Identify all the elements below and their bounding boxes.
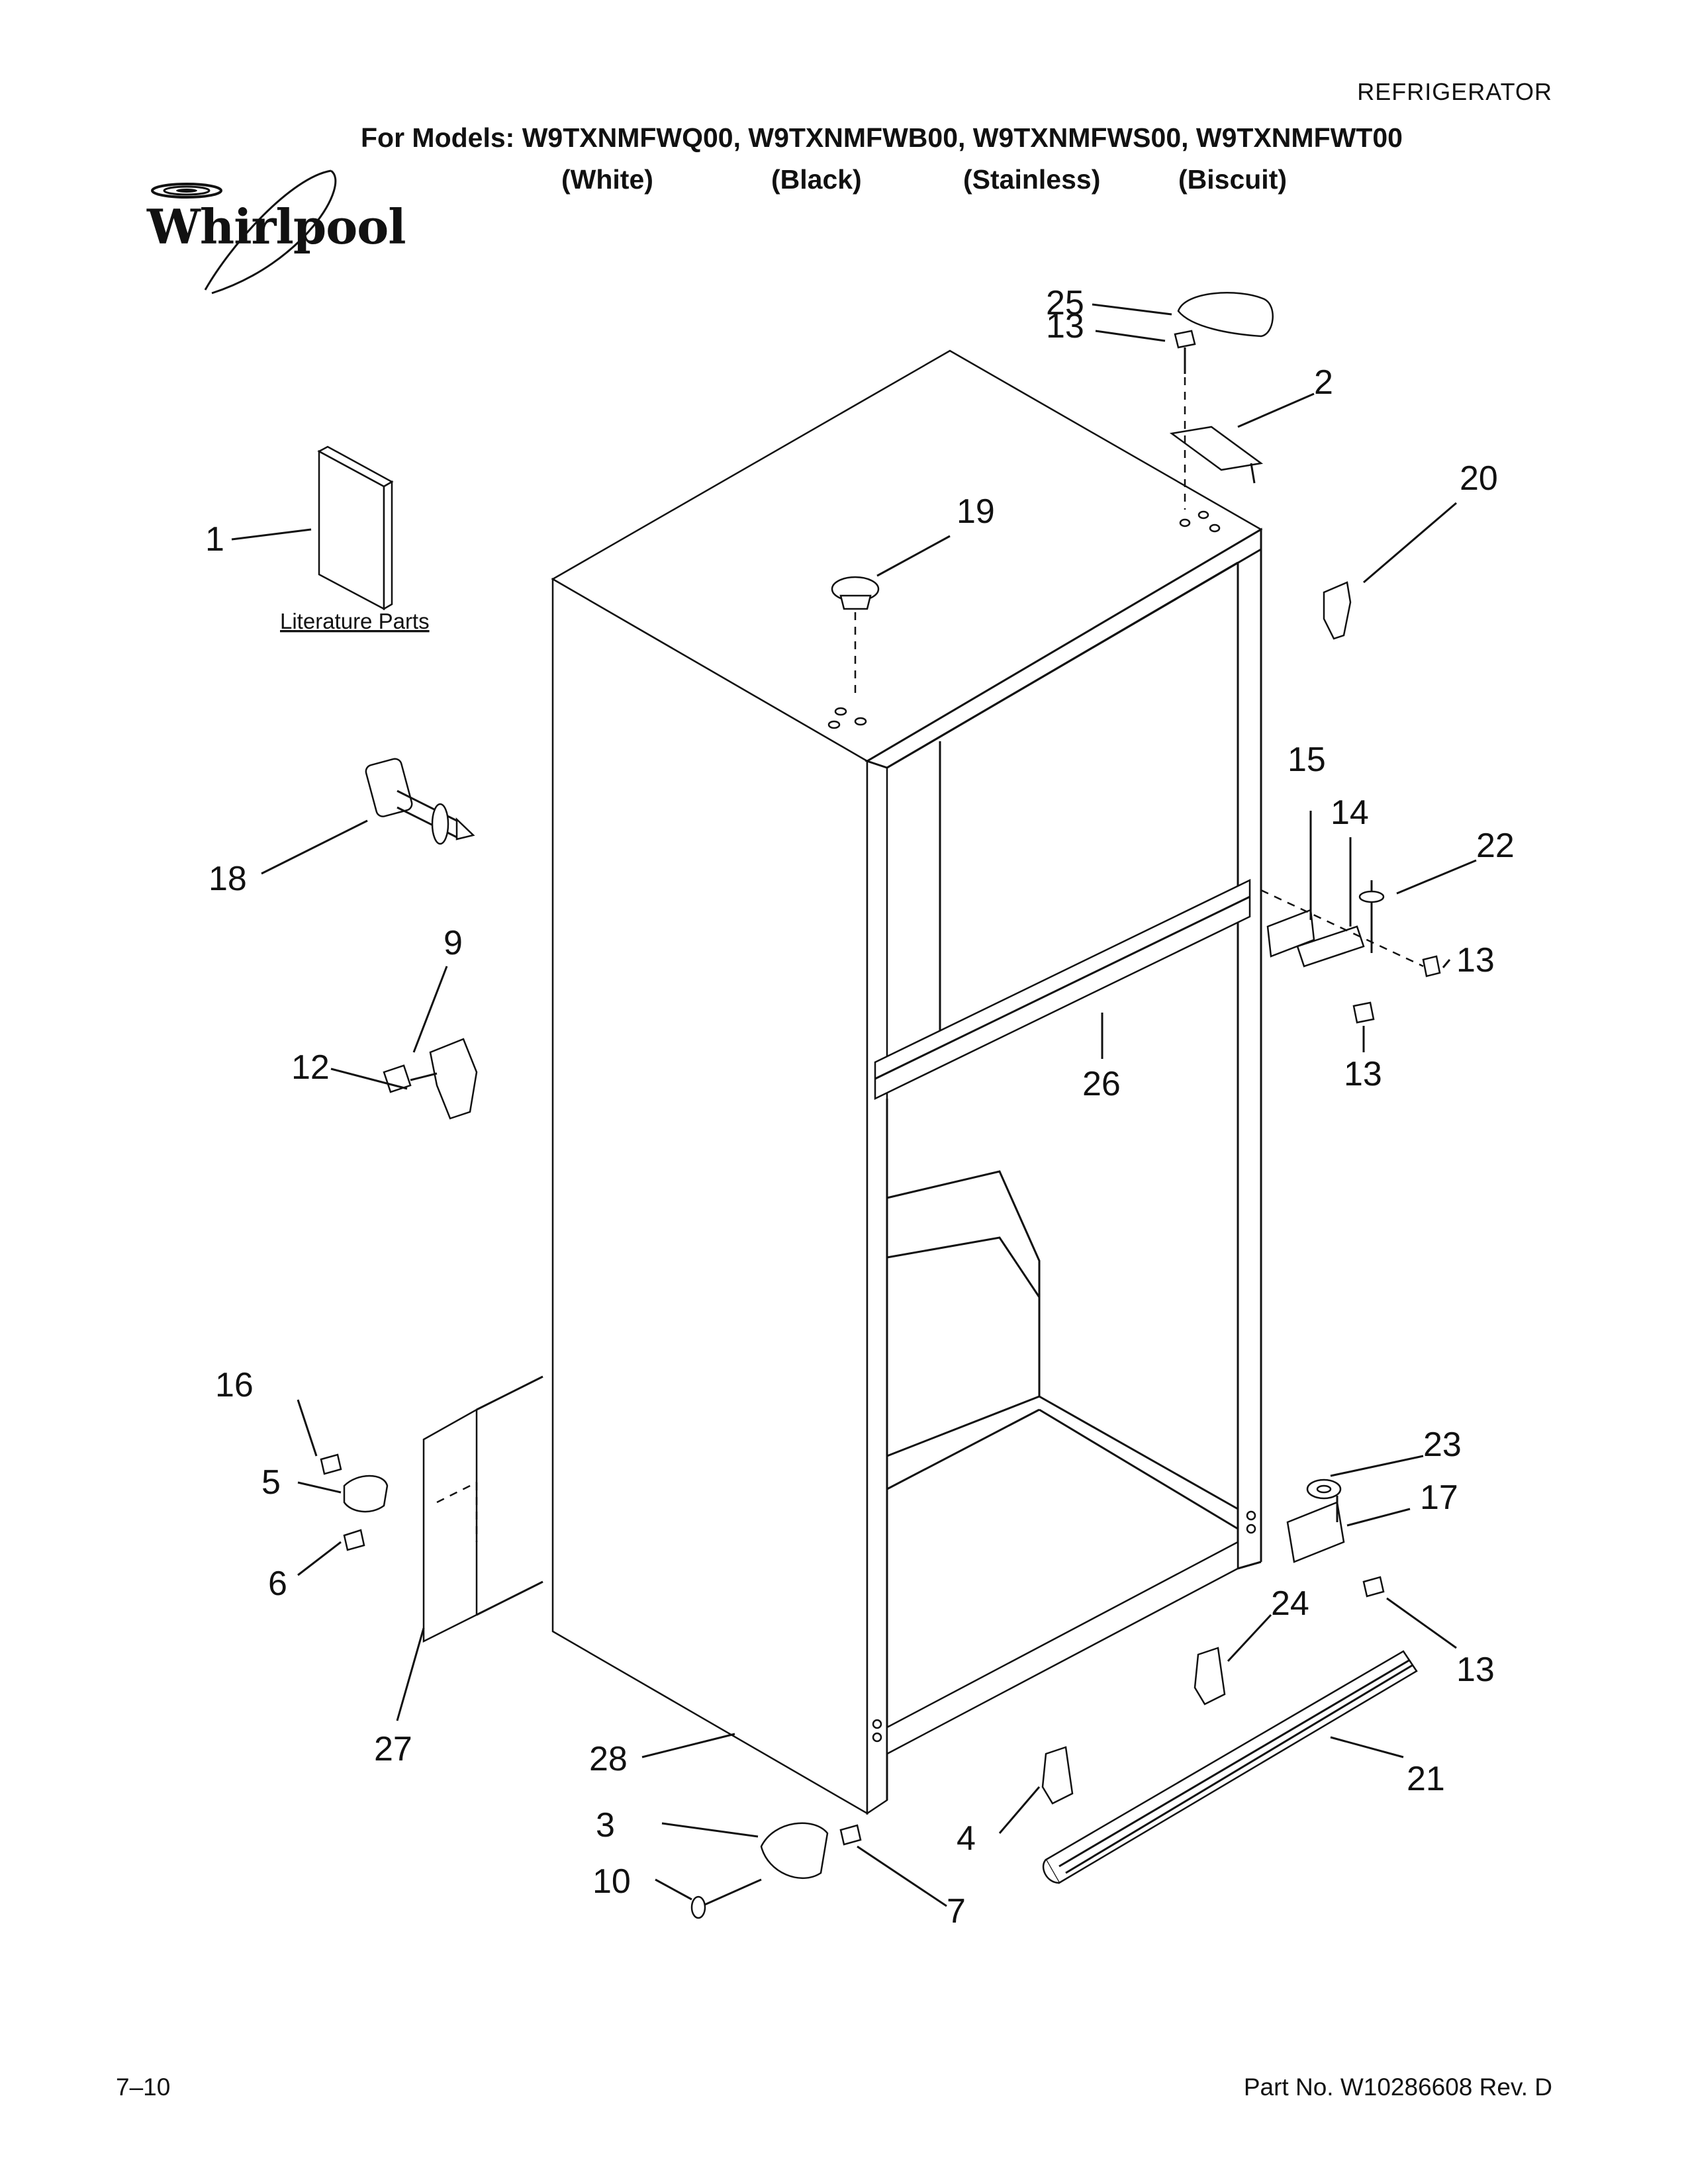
leader-lines [231, 303, 1477, 1907]
callout-24: 24 [1271, 1584, 1309, 1623]
part-12-9-latch [383, 1038, 478, 1120]
page-number: 7–10 [116, 2073, 171, 2101]
part-23-17-lower-hinge [1286, 1479, 1385, 1598]
callout-2: 2 [1314, 363, 1333, 402]
callout-23: 23 [1423, 1426, 1462, 1464]
part-20-clip [1323, 581, 1352, 640]
part-2-top-hinge [1169, 377, 1264, 510]
part-18-leveler [365, 758, 475, 845]
callout-5: 5 [261, 1463, 281, 1502]
literature-parts-label: Literature Parts [280, 609, 430, 633]
whirlpool-logo-text: Whirlpool [147, 199, 406, 255]
part-21-base-grille [1042, 1650, 1418, 1884]
callout-28: 28 [589, 1740, 628, 1778]
callout-13-middle-bottom: 13 [1344, 1055, 1382, 1093]
callout-27: 27 [374, 1730, 412, 1768]
part-25-hinge-cover [1177, 292, 1274, 338]
callout-15: 15 [1288, 741, 1326, 779]
part-19-plug [831, 576, 880, 695]
callout-labels: 1 2 3 4 5 6 7 9 10 12 13 13 13 13 14 15 … [205, 284, 1515, 1931]
part-15-14-22-middle-hinge [1260, 880, 1441, 1024]
part-24-4-grille-clips [1041, 1647, 1226, 1805]
callout-20: 20 [1460, 459, 1498, 498]
models-list: For Models: W9TXNMFWQ00, W9TXNMFWB00, W9… [361, 122, 1403, 153]
callout-13-middle-right: 13 [1456, 941, 1495, 979]
refrigerator-cabinet [551, 349, 1263, 1815]
callout-25: 25 [1046, 284, 1084, 322]
callout-19: 19 [957, 492, 995, 531]
color-white: (White) [561, 164, 653, 195]
callout-9: 9 [444, 924, 463, 962]
color-biscuit: (Biscuit) [1178, 164, 1287, 195]
callout-10: 10 [592, 1862, 631, 1901]
page-category: REFRIGERATOR [1357, 78, 1552, 105]
part-number: Part No. W10286608 Rev. D [1243, 2073, 1552, 2101]
callout-7: 7 [947, 1892, 966, 1931]
callout-17: 17 [1420, 1479, 1458, 1517]
callout-4: 4 [957, 1819, 976, 1858]
callout-1: 1 [205, 520, 224, 559]
callout-13-top: 13 [1046, 307, 1084, 345]
callout-13-lower: 13 [1456, 1651, 1495, 1689]
callout-6: 6 [268, 1565, 287, 1603]
color-stainless: (Stainless) [963, 164, 1101, 195]
part-1-literature [317, 445, 394, 611]
color-black: (Black) [771, 164, 862, 195]
callout-22: 22 [1476, 827, 1515, 865]
part-13-screw-top [1174, 330, 1196, 374]
callout-16: 16 [215, 1366, 254, 1404]
part-3-7-10-roller [690, 1822, 862, 1919]
part-16-5-6-27-bracket [320, 1375, 543, 1643]
callout-14: 14 [1331, 794, 1369, 832]
whirlpool-logo [151, 169, 337, 295]
callout-26: 26 [1082, 1065, 1121, 1103]
callout-18: 18 [209, 860, 247, 898]
callout-3: 3 [596, 1806, 615, 1844]
callout-21: 21 [1407, 1760, 1445, 1798]
callout-12: 12 [291, 1048, 330, 1087]
